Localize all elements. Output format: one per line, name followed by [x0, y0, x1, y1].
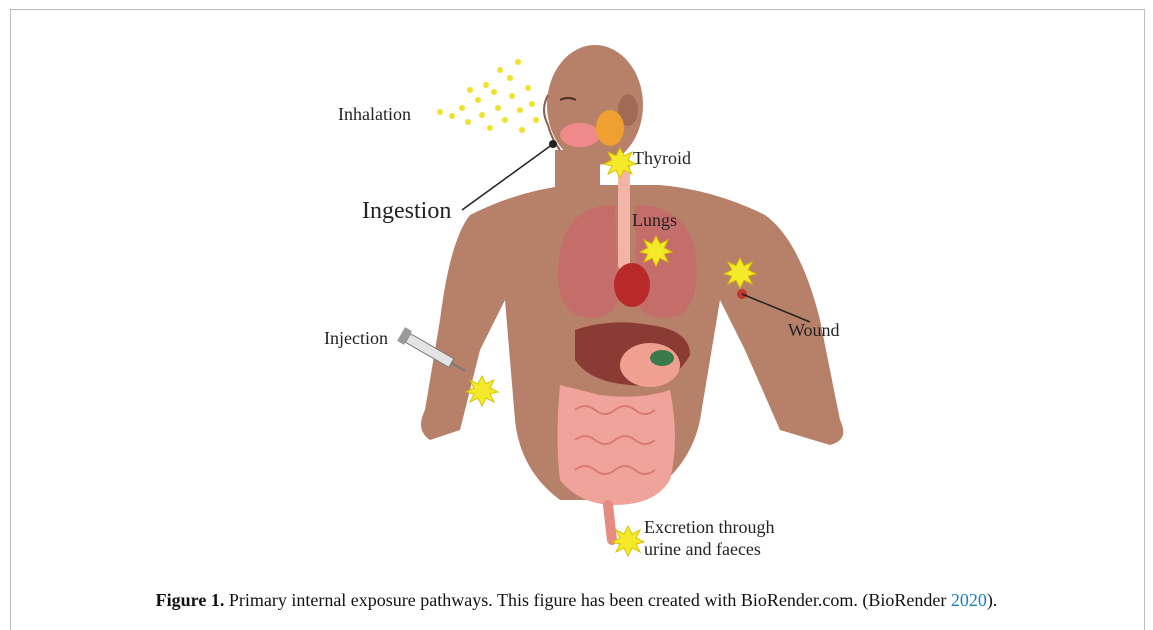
thyroid-burst-icon [604, 148, 636, 178]
inhalation-particles [437, 59, 539, 133]
label-lungs: Lungs [632, 210, 677, 231]
injection-burst-icon [466, 376, 498, 406]
caption-figure-label: Figure 1. [156, 590, 225, 610]
label-excretion-line2: urine and faeces [644, 538, 844, 560]
figure-caption: Figure 1. Primary internal exposure path… [0, 590, 1153, 611]
label-excretion-line1: Excretion through [644, 516, 844, 538]
heart [614, 263, 650, 307]
ingestion-dot [549, 140, 557, 148]
label-excretion: Excretion through urine and faeces [644, 516, 844, 560]
head [544, 45, 643, 165]
body-illustration [0, 0, 1153, 590]
caption-link[interactable]: 2020 [951, 590, 987, 610]
lungs-burst-icon [640, 236, 672, 266]
label-wound: Wound [788, 320, 840, 341]
label-injection: Injection [324, 328, 388, 349]
excretion-burst-icon [612, 526, 644, 556]
label-inhalation: Inhalation [338, 104, 411, 125]
label-ingestion: Ingestion [362, 198, 451, 225]
caption-end: ). [987, 590, 998, 610]
wound-burst-icon [724, 258, 756, 288]
caption-text: Primary internal exposure pathways. This… [224, 590, 950, 610]
label-thyroid: Thyroid [633, 148, 691, 169]
